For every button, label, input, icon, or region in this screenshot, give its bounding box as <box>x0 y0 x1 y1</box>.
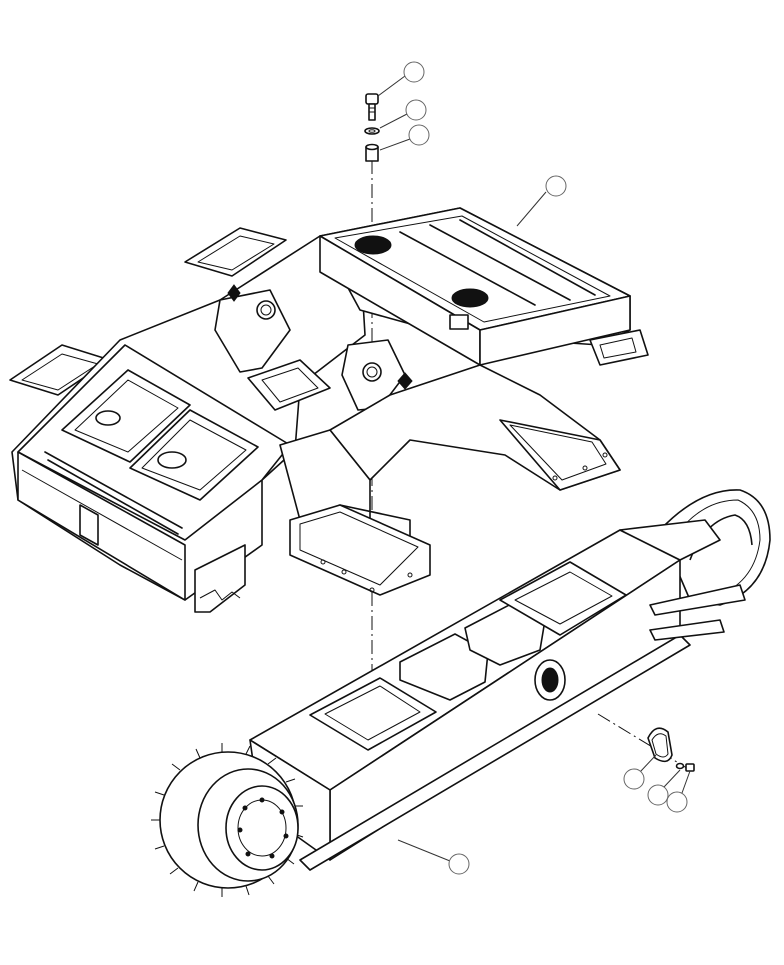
washer <box>364 127 380 135</box>
small-bolt <box>685 763 695 772</box>
callout-5 <box>623 754 657 790</box>
callout-2 <box>379 99 427 129</box>
track-frame <box>151 489 771 897</box>
callout-7 <box>666 770 691 813</box>
callout-8 <box>397 839 470 875</box>
bolt <box>365 93 379 121</box>
callout-1 <box>377 61 425 97</box>
cover-axis-line <box>597 713 691 771</box>
cover-plate <box>647 727 673 763</box>
small-washer <box>675 762 685 770</box>
callout-3 <box>379 124 430 151</box>
callout-6 <box>647 769 681 806</box>
callout-4 <box>516 175 567 227</box>
bushing <box>365 143 379 162</box>
upper-frame <box>9 207 649 613</box>
